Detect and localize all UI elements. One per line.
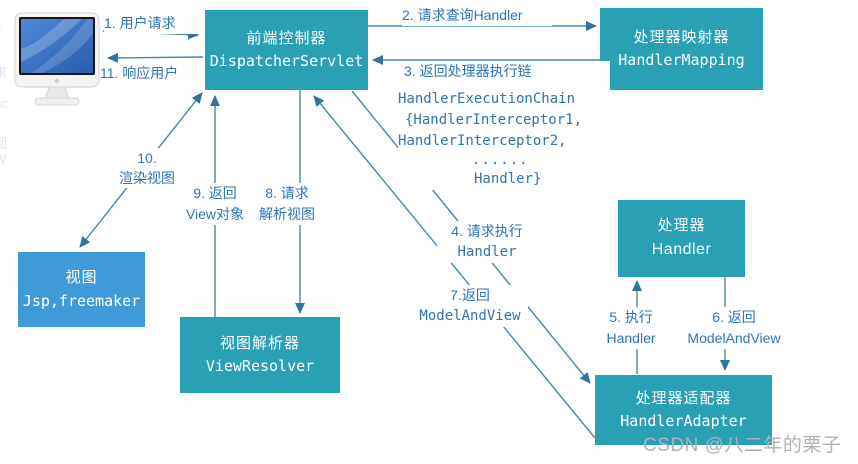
label-step9-line2: View对象: [185, 206, 245, 222]
label-step4-line1: 4. 请求执行: [451, 223, 523, 239]
label-step8-line2: 解析视图: [259, 206, 315, 222]
box-title: 处理器映射器: [633, 28, 730, 46]
label-step5-line2: Handler: [606, 330, 656, 346]
dispatcher-servlet-box: 前端控制器 DispatcherServlet: [205, 10, 368, 90]
label-step3: 3. 返回处理器执行链 HandlerExecutionChain {Handl…: [398, 61, 610, 190]
edge-fragment: 求: [0, 65, 8, 80]
label-step3-line6: Handler}: [474, 171, 542, 187]
label-step8: 8. 请求 解析视图: [250, 183, 324, 225]
edge-fragment: W: [0, 152, 7, 167]
label-step4: 4. 请求执行 Handler: [437, 221, 537, 263]
arrow-step11-respond-user: [107, 52, 204, 63]
label-step6: 6. 返回 ModelAndView: [674, 307, 794, 349]
label-step10-line1: 10.: [137, 150, 157, 166]
box-title: 处理器: [657, 217, 706, 235]
box-title: 视图解析器: [219, 334, 300, 352]
handler-box: 处理器 Handler: [618, 200, 745, 277]
label-step7: 7.返回 ModelAndView: [412, 285, 528, 327]
label-step3-line1: 3. 返回处理器执行链: [404, 63, 532, 79]
box-subtitle: DispatcherServlet: [209, 52, 364, 70]
box-title: 视图: [65, 269, 98, 286]
box-subtitle: HandlerAdapter: [620, 412, 747, 430]
view-resolver-box: 视图解析器 ViewResolver: [180, 317, 340, 393]
box-subtitle: ViewResolver: [205, 357, 315, 375]
label-step7-line1: 7.返回: [450, 287, 490, 303]
label-step4-line2: Handler: [457, 244, 517, 260]
label-step9: 9. 返回 View对象: [176, 183, 254, 225]
label-step5: 5. 执行 Handler: [596, 307, 666, 349]
label-step6-line1: 6. 返回: [712, 309, 756, 325]
box-subtitle: HandlerMapping: [618, 51, 745, 69]
label-step3-line2: HandlerExecutionChain: [398, 91, 576, 107]
edge-fragment: n: [0, 20, 1, 35]
box-subtitle: Handler: [651, 240, 712, 258]
label-step7-line2: ModelAndView: [419, 308, 521, 324]
edge-fragment: 回: [0, 136, 8, 151]
label-step3-line4: HandlerInterceptor2,: [398, 133, 567, 149]
label-step3-line5: ......: [472, 152, 529, 168]
label-step11: 11. 响应用户: [100, 63, 200, 84]
box-subtitle: Jsp,freemaker: [22, 291, 141, 310]
label-step8-line1: 8. 请求: [265, 185, 309, 201]
label-step10: 10. 渲染视图: [109, 148, 185, 188]
view-box: 视图 Jsp,freemaker: [18, 252, 145, 327]
user-computer-icon: [14, 12, 100, 106]
label-step10-line2: 渲染视图: [119, 170, 175, 186]
label-step9-line1: 9. 返回: [193, 185, 237, 201]
label-step6-line2: ModelAndView: [687, 330, 781, 346]
label-step2: 2. 请求查询Handler: [402, 5, 552, 26]
label-step3-line3: {HandlerInterceptor1,: [405, 112, 583, 128]
csdn-watermark: CSDN @八二年的栗子: [643, 435, 842, 456]
label-step1: 1. 用户请求: [104, 13, 196, 34]
label-step5-line1: 5. 执行: [609, 309, 653, 325]
box-title: 前端控制器: [246, 29, 327, 47]
edge-fragment: nc: [0, 96, 8, 111]
edge-fragment: 、: [0, 109, 7, 128]
box-title: 处理器适配器: [635, 389, 732, 407]
handler-mapping-box: 处理器映射器 HandlerMapping: [600, 8, 763, 90]
handler-adapter-box: 处理器适配器 HandlerAdapter: [595, 375, 772, 445]
